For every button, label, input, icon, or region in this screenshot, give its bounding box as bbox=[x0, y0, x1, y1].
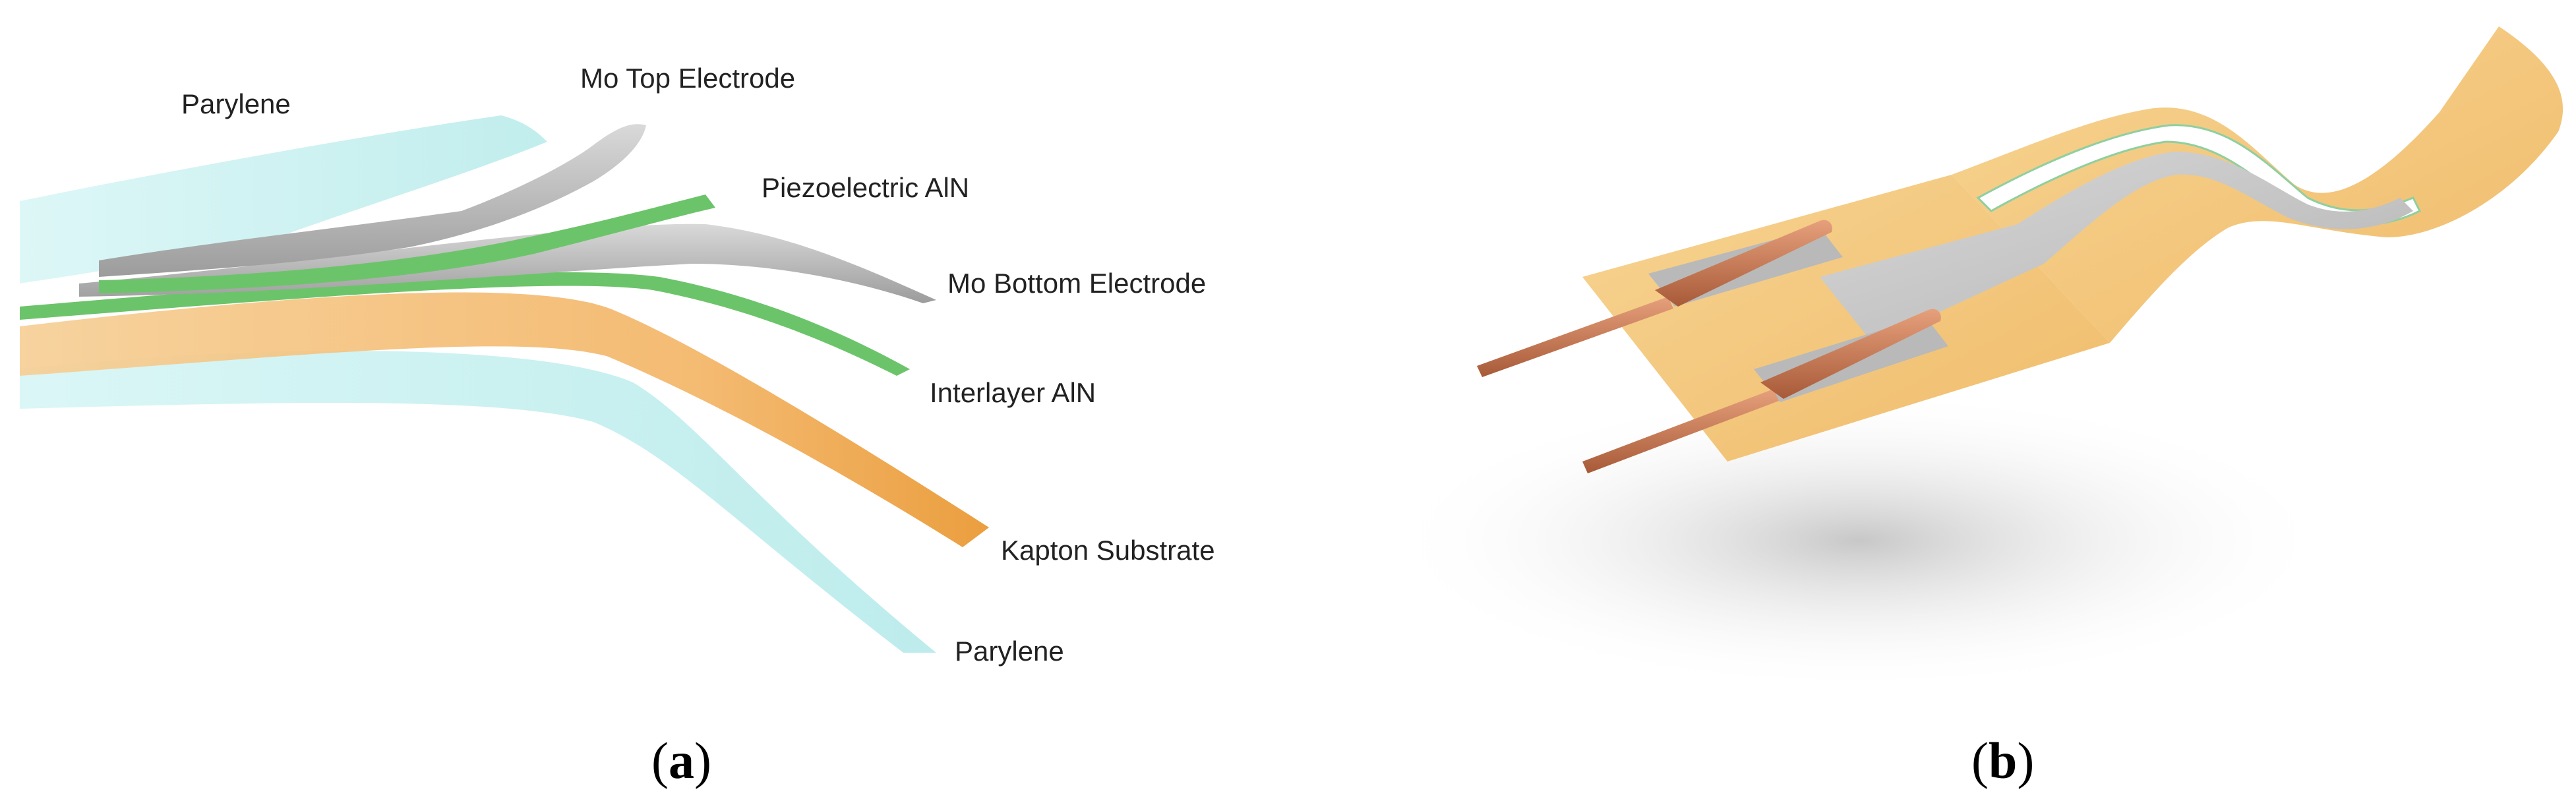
panel-b-device-render bbox=[1385, 26, 2563, 692]
label-kapton-substrate: Kapton Substrate bbox=[1001, 535, 1215, 566]
parylene-bottom-layer bbox=[20, 351, 936, 653]
caption-a: (a) bbox=[651, 732, 711, 789]
label-mo-top-electrode: Mo Top Electrode bbox=[580, 63, 796, 94]
parylene-top-layer bbox=[20, 115, 547, 284]
device-shadow bbox=[1385, 389, 2334, 692]
mo-top-electrode-layer bbox=[99, 124, 646, 277]
copper-lead-lower bbox=[1582, 389, 1779, 473]
label-mo-bottom-electrode: Mo Bottom Electrode bbox=[947, 268, 1207, 299]
copper-lead-upper bbox=[1477, 297, 1673, 377]
piezoelectric-aln-layer bbox=[99, 194, 715, 293]
label-piezoelectric-aln: Piezoelectric AlN bbox=[762, 172, 970, 203]
panel-a-layer-diagram bbox=[20, 115, 989, 653]
label-parylene-top: Parylene bbox=[181, 88, 291, 119]
interlayer-aln-layer bbox=[20, 272, 910, 376]
label-interlayer-aln: Interlayer AlN bbox=[930, 377, 1096, 408]
label-parylene-bottom: Parylene bbox=[955, 636, 1064, 667]
caption-b: (b) bbox=[1971, 732, 2035, 789]
kapton-substrate-layer bbox=[20, 292, 989, 547]
layer-stack-edge bbox=[1976, 124, 2422, 226]
copper-pad-upper bbox=[1655, 220, 1832, 307]
copper-pad-lower bbox=[1760, 309, 1941, 399]
electrode-plate bbox=[1820, 152, 2413, 343]
